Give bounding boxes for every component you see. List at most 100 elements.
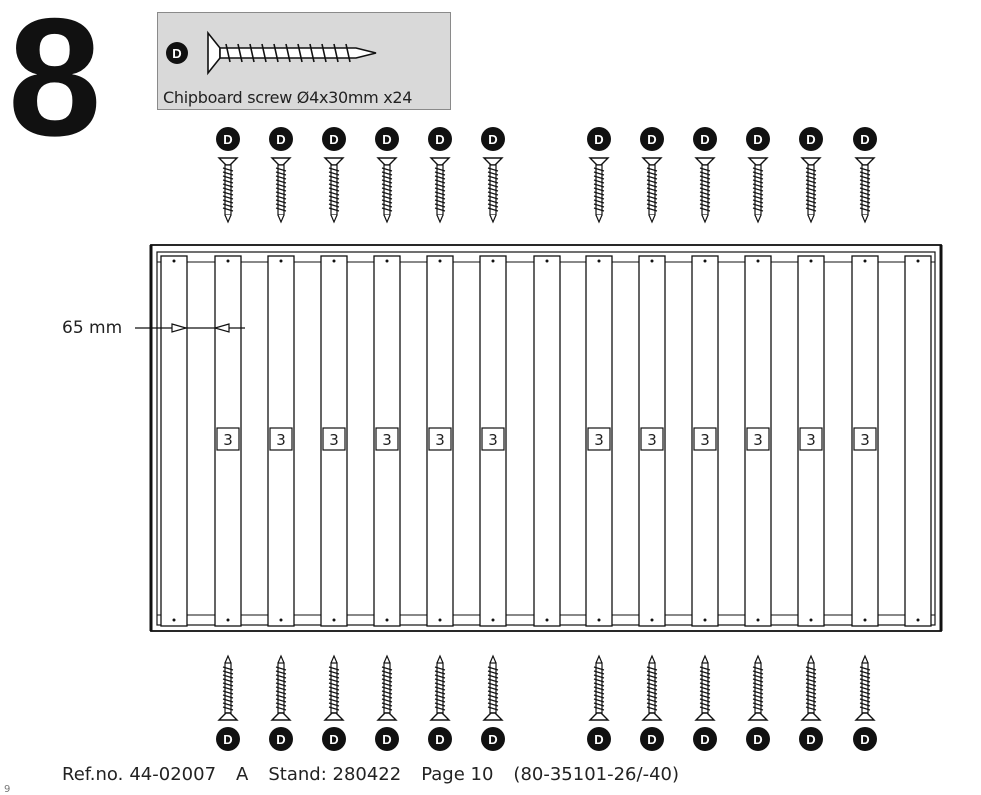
screw-badge-letter: D — [753, 132, 762, 147]
screw-badge-bottom: D — [269, 727, 293, 751]
screw-bottom: D — [269, 655, 293, 751]
screw-badge-bottom: D — [746, 727, 770, 751]
screw-badge-letter: D — [860, 732, 869, 747]
screw-bottom: D — [587, 655, 611, 751]
screw-badge-top: D — [640, 127, 664, 151]
ref-no-value: 44-02007 — [129, 764, 217, 785]
slat-label-text: 3 — [276, 431, 286, 449]
screw-badge-top: D — [216, 127, 240, 151]
screw-bottom: D — [216, 655, 240, 751]
slat-label: 3 — [481, 427, 505, 451]
screw-badge-top: D — [746, 127, 770, 151]
screw-top: D — [746, 127, 770, 223]
slat-label: 3 — [587, 427, 611, 451]
screw-badge-letter: D — [753, 732, 762, 747]
screw-bottom: D — [799, 655, 823, 751]
dimension-label: 65 mm — [62, 318, 123, 338]
screw-top: D — [853, 127, 877, 223]
slat-label-text: 3 — [753, 431, 763, 449]
screw-badge-letter: D — [223, 132, 232, 147]
screw-badge-letter: D — [700, 132, 709, 147]
slat-label: 3 — [216, 427, 240, 451]
parts-badge-letter: D — [172, 46, 181, 61]
stand-date: Stand: 280422 — [268, 764, 402, 785]
screw-top: D — [481, 127, 505, 223]
screw-top: D — [693, 127, 717, 223]
screw-bottom: D — [375, 655, 399, 751]
screw-bottom: D — [746, 655, 770, 751]
slat-label: 3 — [428, 427, 452, 451]
screw-badge-top: D — [853, 127, 877, 151]
slat — [533, 255, 561, 627]
screw-badge-top: D — [322, 127, 346, 151]
screw-badge-bottom: D — [322, 727, 346, 751]
slat-label: 3 — [269, 427, 293, 451]
slat-label: 3 — [693, 427, 717, 451]
screw-badge-letter: D — [382, 732, 391, 747]
slat-label-text: 3 — [223, 431, 233, 449]
screw-badge-top: D — [428, 127, 452, 151]
screw-badge-letter: D — [435, 732, 444, 747]
slat-label-text: 3 — [647, 431, 657, 449]
slat-label-text: 3 — [435, 431, 445, 449]
slat-label-text: 3 — [806, 431, 816, 449]
step-number: 8 — [8, 0, 101, 171]
screw-badge-letter: D — [647, 132, 656, 147]
screw-badge-letter: D — [329, 132, 338, 147]
corner-page-number: 9 — [4, 784, 11, 795]
screw-bottom: D — [640, 655, 664, 751]
screw-badge-top: D — [481, 127, 505, 151]
product-codes: (80-35101-26/-40) — [513, 764, 679, 785]
screw-badge-bottom: D — [481, 727, 505, 751]
screw-badge-top: D — [587, 127, 611, 151]
slat — [160, 255, 188, 627]
slat-label: 3 — [375, 427, 399, 451]
screw-badge-letter: D — [860, 132, 869, 147]
screw-badge-letter: D — [488, 132, 497, 147]
slat-label-text: 3 — [594, 431, 604, 449]
screw-badge-top: D — [375, 127, 399, 151]
screw-bottom: D — [693, 655, 717, 751]
screw-badge-letter: D — [806, 132, 815, 147]
screw-bottom: D — [428, 655, 452, 751]
screw-badge-bottom: D — [216, 727, 240, 751]
slat — [904, 255, 932, 627]
screw-top: D — [799, 127, 823, 223]
slat-label-text: 3 — [700, 431, 710, 449]
screw-top: D — [322, 127, 346, 223]
slat-label: 3 — [746, 427, 770, 451]
screw-badge-letter: D — [329, 732, 338, 747]
screw-badge-bottom: D — [375, 727, 399, 751]
screw-badge-top: D — [799, 127, 823, 151]
screw-badge-letter: D — [276, 732, 285, 747]
screw-bottom: D — [853, 655, 877, 751]
screw-badge-letter: D — [806, 732, 815, 747]
screw-badge-bottom: D — [693, 727, 717, 751]
screw-badge-letter: D — [223, 732, 232, 747]
screw-badge-letter: D — [382, 132, 391, 147]
screw-badge-bottom: D — [428, 727, 452, 751]
revision: A — [236, 764, 249, 785]
screw-badge-bottom: D — [587, 727, 611, 751]
screw-top: D — [640, 127, 664, 223]
screw-top: D — [269, 127, 293, 223]
screw-badge-top: D — [693, 127, 717, 151]
screw-badge-letter: D — [647, 732, 656, 747]
parts-badge: D — [166, 42, 188, 64]
slat-label-text: 3 — [329, 431, 339, 449]
screw-badge-letter: D — [488, 732, 497, 747]
chipboard-screw-icon — [207, 30, 377, 76]
screw-badge-letter: D — [700, 732, 709, 747]
screw-top: D — [375, 127, 399, 223]
screw-top: D — [428, 127, 452, 223]
screw-badge-letter: D — [276, 132, 285, 147]
screw-badge-letter: D — [594, 132, 603, 147]
screw-badge-bottom: D — [640, 727, 664, 751]
screws-group: D D D D D D D D D D D D D D D D D D D D D D D D — [216, 127, 877, 751]
ref-no-label: Ref.no. — [62, 764, 124, 785]
screw-bottom: D — [481, 655, 505, 751]
slat-label-text: 3 — [488, 431, 498, 449]
screw-top: D — [216, 127, 240, 223]
